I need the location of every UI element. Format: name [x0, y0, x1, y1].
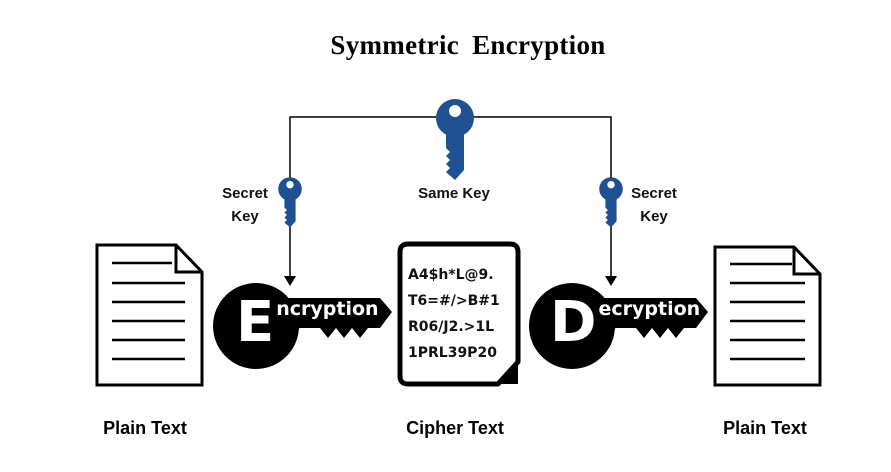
cipher-text-content: A4$h*L@9. T6=#/>B#1 R06/J2.>1L 1PRL39P20 [408, 262, 518, 366]
secret-key-left-line2: Key [231, 208, 259, 225]
arrow-down-right-icon [605, 276, 617, 286]
decryption-key-icon [529, 283, 708, 369]
encryption-key-icon [213, 283, 392, 369]
cipher-line: 1PRL39P20 [408, 345, 497, 361]
cipher-line: R06/J2.>1L [408, 319, 495, 335]
arrow-down-left-icon [284, 276, 296, 286]
diagram-title: Symmetric Encryption [330, 30, 606, 60]
plain-text-right-document-icon [713, 245, 822, 387]
plain-text-left-document-icon [95, 243, 204, 387]
secret-key-right-line1: Secret [631, 185, 677, 202]
secret-key-left-label: Secret Key [215, 182, 275, 228]
same-key-icon [436, 99, 474, 180]
cipher-text-label: Cipher Text [406, 418, 504, 438]
cipher-text-document-icon [397, 241, 521, 387]
plain-text-right-label: Plain Text [723, 418, 807, 438]
cipher-line: A4$h*L@9. [408, 267, 494, 283]
secret-key-right-label: Secret Key [624, 182, 684, 228]
decryption-initial: D [550, 290, 597, 355]
decryption-rest: ecryption [598, 298, 701, 320]
secret-key-left-icon [278, 177, 302, 228]
secret-key-right-line2: Key [640, 208, 668, 225]
encryption-initial: E [236, 290, 275, 355]
same-key-label: Same Key [418, 185, 490, 202]
cipher-line: T6=#/>B#1 [408, 293, 500, 309]
plain-text-left-label: Plain Text [103, 418, 187, 438]
secret-key-left-line1: Secret [222, 185, 268, 202]
encryption-rest: ncryption [276, 298, 379, 320]
secret-key-right-icon [599, 177, 623, 228]
